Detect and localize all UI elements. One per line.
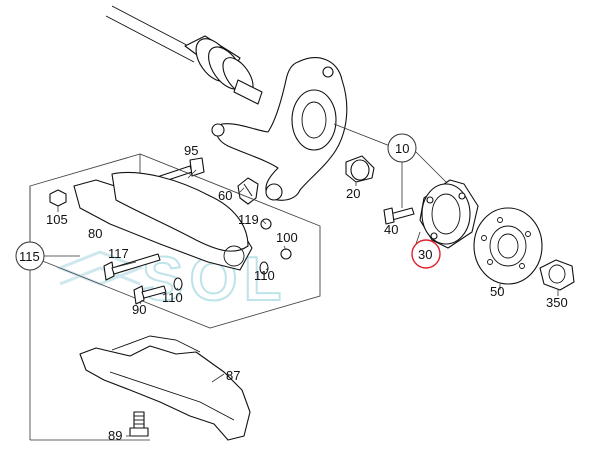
leader-lines xyxy=(44,123,559,437)
highlight-ring-30 xyxy=(411,239,441,269)
callout-50: 50 xyxy=(490,284,504,299)
callout-40: 40 xyxy=(384,222,398,237)
bracket-87 xyxy=(79,335,251,441)
callout-119: 119 xyxy=(238,212,259,227)
callout-110-right: 110 xyxy=(254,268,275,283)
callout-89: 89 xyxy=(108,428,122,443)
callout-80: 80 xyxy=(88,226,102,241)
callout-95: 95 xyxy=(184,143,198,158)
nut-350 xyxy=(539,259,575,291)
callout-110-left: 110 xyxy=(162,290,183,305)
drive-shaft xyxy=(105,5,263,105)
callout-350: 350 xyxy=(546,295,568,310)
callout-100: 100 xyxy=(276,230,298,245)
callout-90: 90 xyxy=(132,302,146,317)
clip-60 xyxy=(237,177,259,205)
bolt-117 xyxy=(103,253,161,281)
wheel-hub-30 xyxy=(419,179,479,249)
callout-117: 117 xyxy=(108,246,129,261)
knuckle xyxy=(211,57,348,201)
callout-105: 105 xyxy=(46,212,68,227)
callout-10: 10 xyxy=(395,141,409,156)
callout-60: 60 xyxy=(218,188,232,203)
bolt-90 xyxy=(133,285,167,305)
bushing-20 xyxy=(345,155,375,183)
callout-87: 87 xyxy=(226,368,240,383)
callout-20: 20 xyxy=(346,186,360,201)
callout-115: 115 xyxy=(19,249,40,264)
bolt-89 xyxy=(129,411,149,437)
group-115-lines xyxy=(29,256,150,441)
disc-50 xyxy=(473,207,543,285)
lower-arm-80 xyxy=(73,171,253,271)
nut-105 xyxy=(49,189,67,207)
callout-30: 30 xyxy=(418,247,432,262)
callout-ring-10 xyxy=(387,133,417,163)
bolt-40 xyxy=(383,207,415,225)
callout-ring-115 xyxy=(15,241,45,271)
